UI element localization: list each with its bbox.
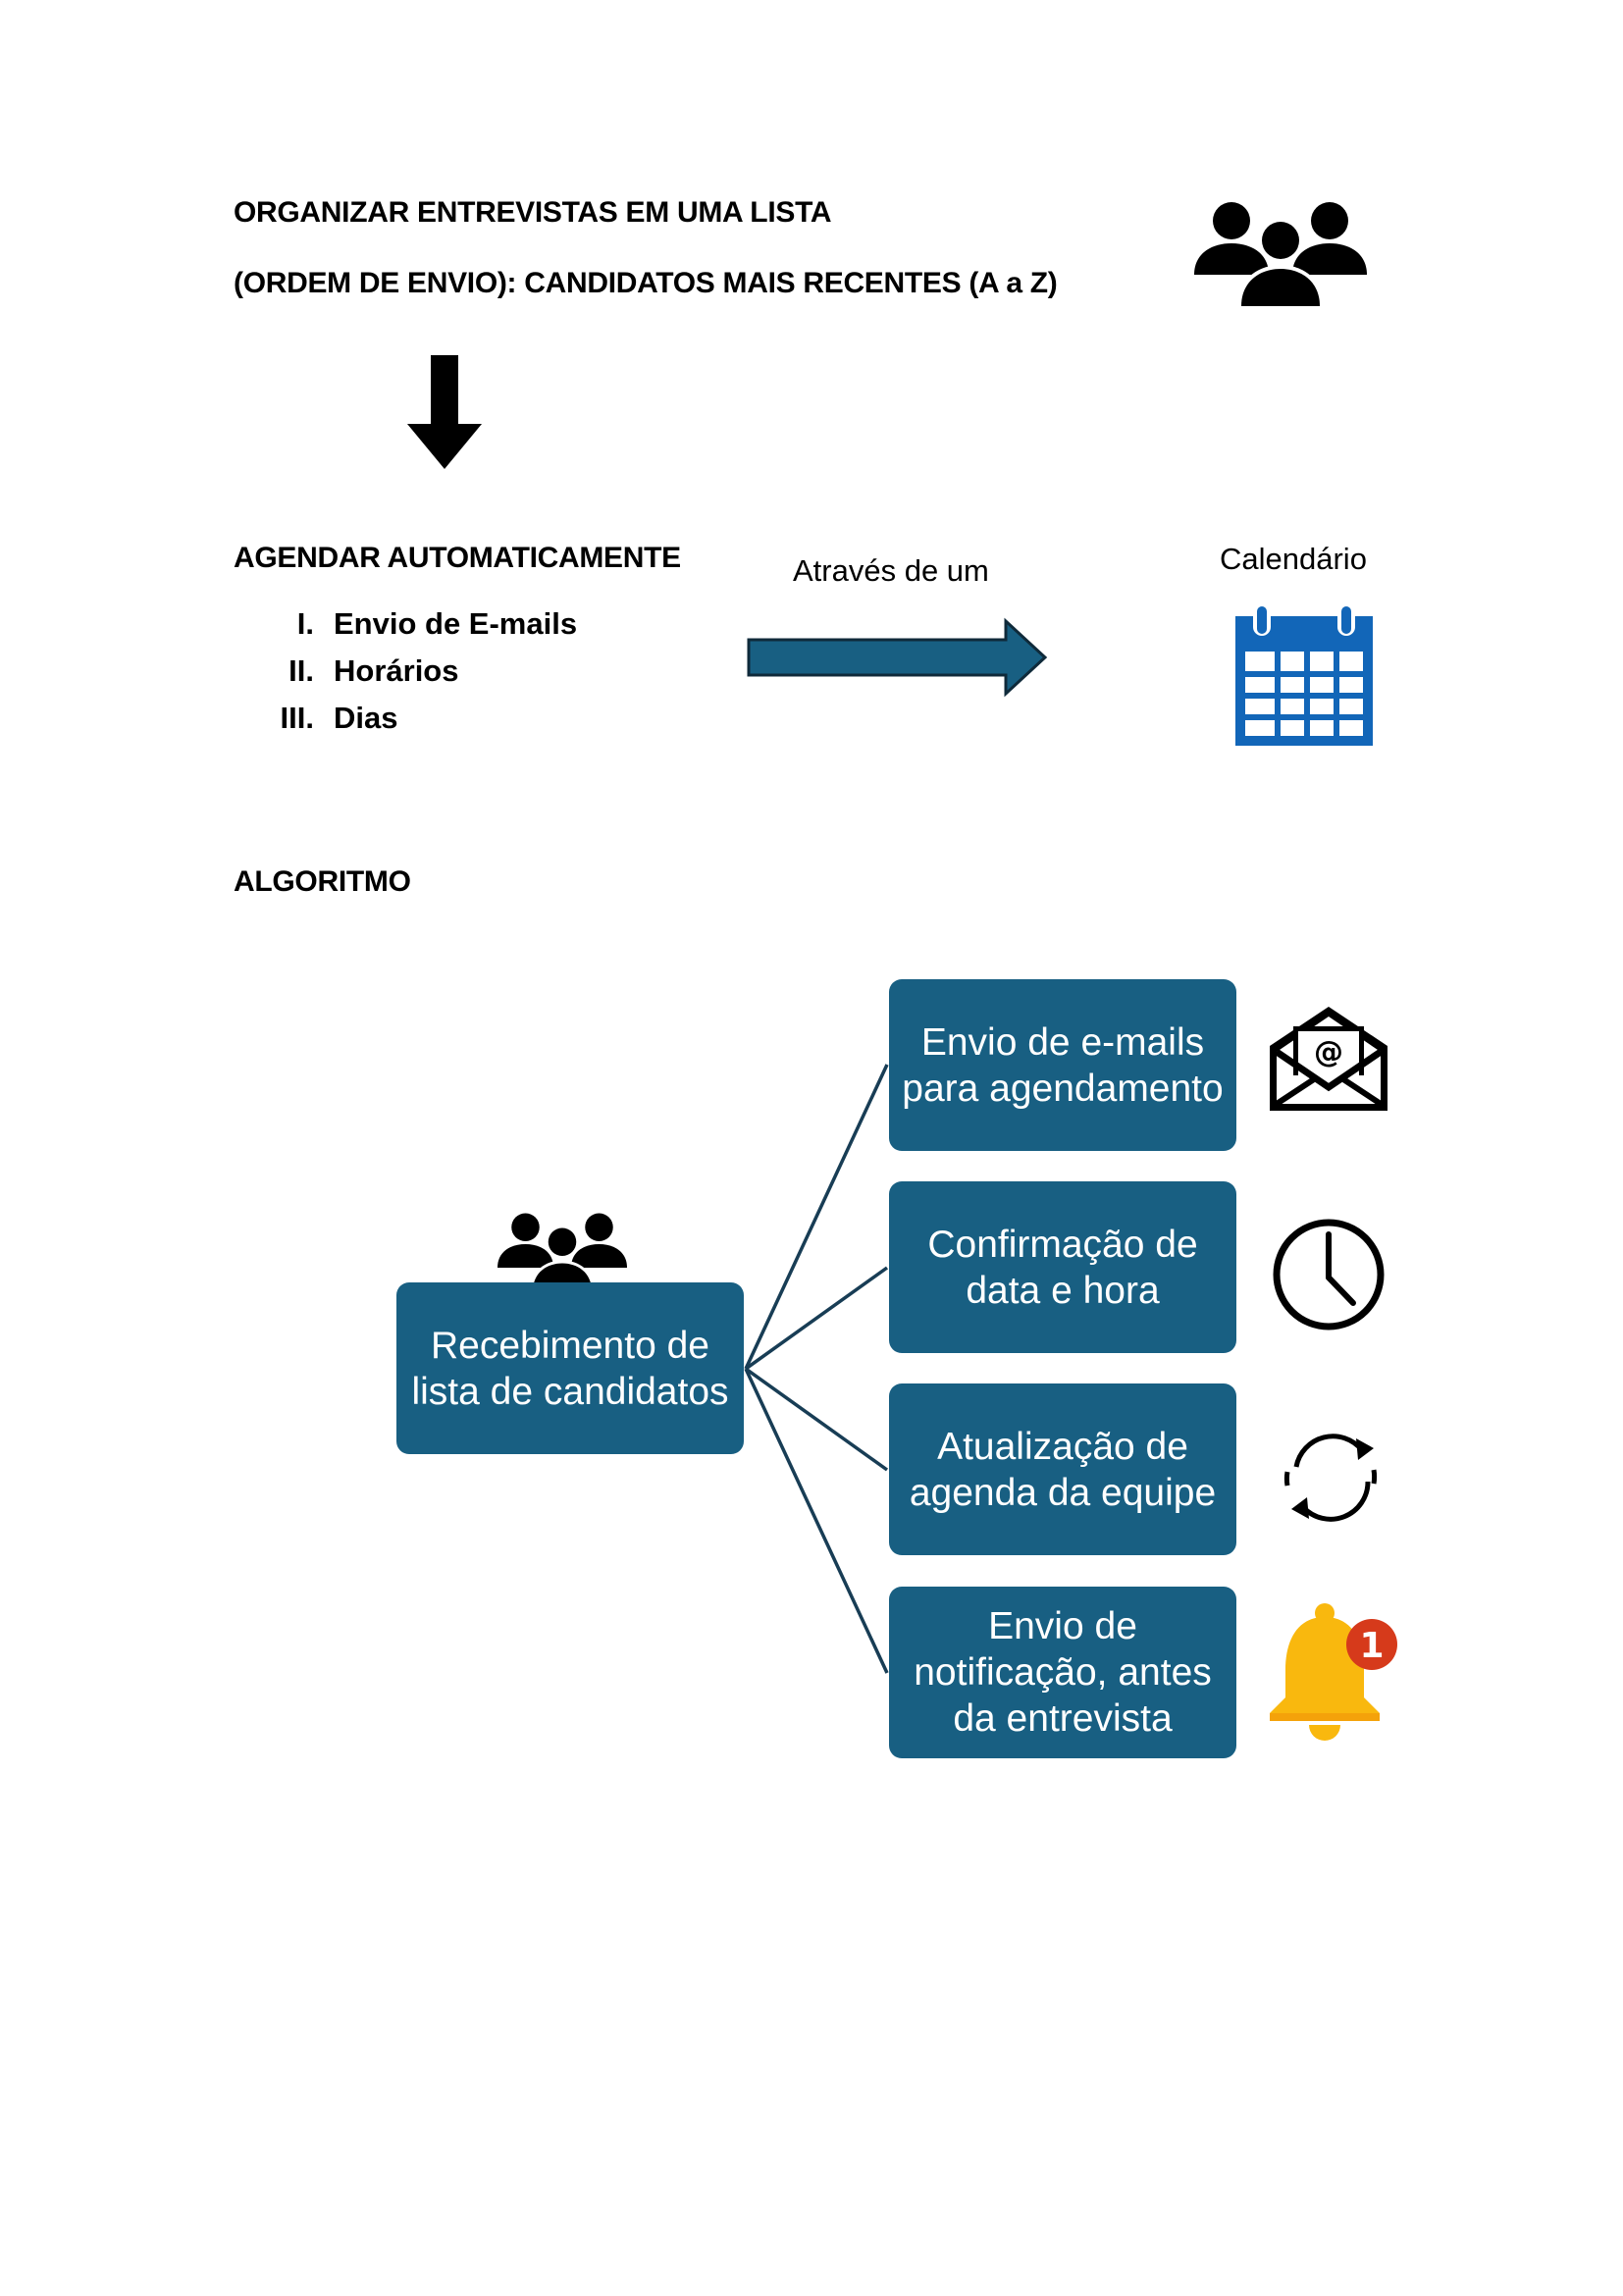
arrow-label: Através de um [793, 553, 989, 588]
section2-title: AGENDAR AUTOMATICAMENTE [234, 542, 681, 574]
section3-title: ALGORITMO [234, 865, 411, 898]
step-confirm-node: Confirmação de data e hora [889, 1181, 1236, 1353]
list-item: II.Horários [288, 653, 459, 688]
list-item: III.Dias [280, 701, 398, 735]
calendar-icon [1235, 602, 1373, 746]
down-arrow-icon [407, 355, 482, 469]
bell-icon: 1 [1270, 1603, 1397, 1741]
email-icon: @ [1270, 1007, 1387, 1111]
section1-title-line1: ORGANIZAR ENTREVISTAS EM UMA LISTA [234, 196, 832, 229]
right-arrow-icon [747, 617, 1048, 698]
root-node: Recebimento de lista de candidatos [396, 1282, 744, 1454]
list-item: I.Envio de E-mails [296, 606, 578, 641]
calendar-label: Calendário [1220, 542, 1367, 576]
section1-title-line2: (ORDEM DE ENVIO): CANDIDATOS MAIS RECENT… [234, 267, 1058, 299]
users-group-icon [1194, 202, 1367, 310]
clock-icon [1273, 1219, 1385, 1331]
svg-text:@: @ [1314, 1035, 1343, 1070]
step-email-node: Envio de e-mails para agendamento [889, 979, 1236, 1151]
notification-count-badge: 1 [1359, 1626, 1384, 1666]
schedule-list: I.Envio de E-mails II.Horários III.Dias [265, 606, 578, 748]
refresh-icon [1283, 1434, 1378, 1522]
step-notify-node: Envio de notificação, antes da entrevist… [889, 1587, 1236, 1758]
step-update-node: Atualização de agenda da equipe [889, 1383, 1236, 1555]
